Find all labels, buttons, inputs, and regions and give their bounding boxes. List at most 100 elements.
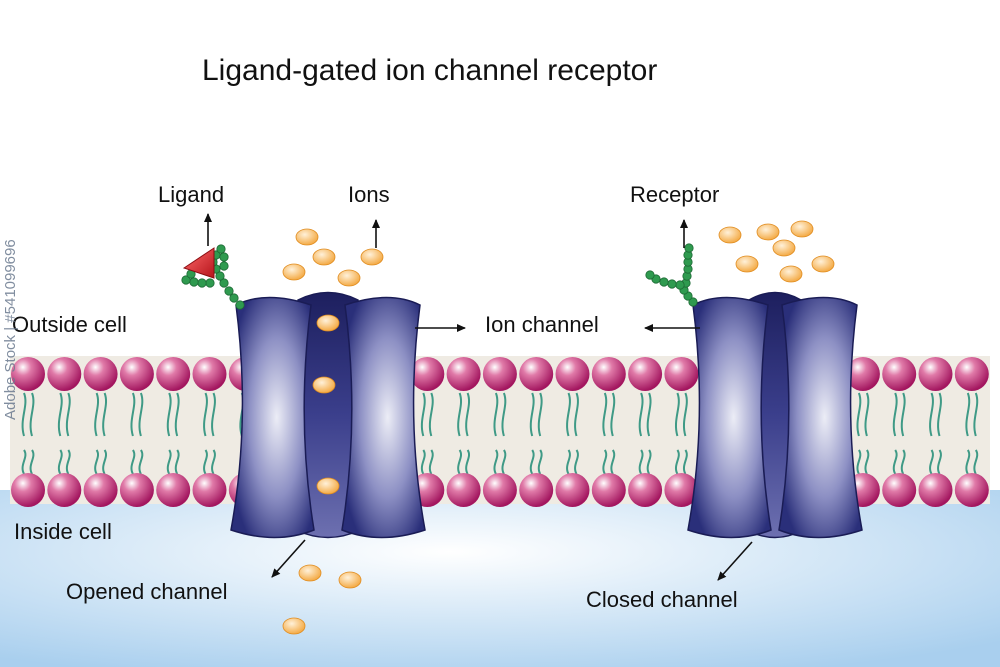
lipid-tail bbox=[130, 392, 136, 437]
lipid-tail bbox=[130, 449, 136, 475]
lipid-tail bbox=[937, 392, 942, 437]
phospholipid-head bbox=[482, 357, 517, 391]
ion bbox=[790, 220, 814, 238]
page-title: Ligand-gated ion channel receptor bbox=[202, 54, 658, 87]
phospholipid-head bbox=[918, 357, 953, 391]
lipid-tail bbox=[457, 449, 463, 475]
phospholipid-head bbox=[628, 473, 663, 507]
phospholipid-head bbox=[156, 473, 191, 507]
phospholipid-head bbox=[555, 473, 590, 507]
lipid-tail bbox=[856, 392, 862, 437]
phospholipid-head bbox=[83, 473, 118, 507]
channel-subunit bbox=[687, 296, 772, 539]
lipid-tail bbox=[965, 392, 971, 437]
lipid-tail bbox=[21, 449, 27, 475]
lipid-tail bbox=[610, 392, 616, 437]
label-ions: Ions bbox=[348, 182, 390, 207]
label-inside-cell: Inside cell bbox=[14, 519, 112, 544]
lipid-tail bbox=[937, 449, 942, 475]
ion bbox=[312, 376, 336, 394]
lipid-tail bbox=[864, 449, 870, 475]
receptor-bead bbox=[229, 293, 239, 303]
ion bbox=[360, 248, 384, 266]
lipid-tail bbox=[864, 392, 870, 437]
lipid-tail bbox=[602, 449, 608, 475]
receptor-bead bbox=[205, 278, 215, 288]
ion bbox=[337, 269, 361, 287]
phospholipid-head bbox=[192, 473, 227, 507]
phospholipid-head bbox=[11, 357, 45, 391]
phospholipid-head bbox=[519, 357, 554, 391]
lipid-tail bbox=[65, 449, 71, 475]
lipid-tail bbox=[965, 449, 971, 475]
label-opened-channel: Opened channel bbox=[66, 579, 228, 604]
lipid-tail bbox=[929, 392, 934, 437]
ion bbox=[282, 617, 306, 635]
lipid-tail bbox=[94, 449, 100, 475]
phospholipid-head bbox=[882, 473, 917, 507]
ion bbox=[298, 564, 322, 582]
lipid-tail bbox=[602, 392, 608, 437]
receptor-bead bbox=[224, 286, 234, 296]
lipid-tail bbox=[574, 392, 579, 437]
ion bbox=[756, 223, 780, 241]
ion bbox=[316, 477, 340, 495]
receptor-bead bbox=[645, 270, 655, 280]
phospholipid-head bbox=[664, 357, 699, 391]
lipid-tail bbox=[493, 449, 499, 475]
lipid-tail bbox=[900, 449, 906, 475]
lipid-tail bbox=[138, 449, 144, 475]
lipid-tail bbox=[102, 449, 108, 475]
receptor-bead bbox=[667, 279, 677, 289]
lipid-tail bbox=[465, 449, 471, 475]
phospholipid-head bbox=[83, 357, 118, 391]
lipid-tail bbox=[610, 449, 616, 475]
lipid-tail bbox=[102, 392, 108, 437]
lipid-tail bbox=[57, 392, 63, 437]
channel-subunit bbox=[778, 296, 863, 539]
phospholipid-head bbox=[192, 357, 227, 391]
lipid-tail bbox=[166, 449, 172, 475]
lipid-tail bbox=[29, 449, 35, 475]
receptor-bead bbox=[181, 275, 191, 285]
lipid-tail bbox=[638, 392, 644, 437]
lipid-tail bbox=[428, 449, 434, 475]
phospholipid-head bbox=[410, 357, 445, 391]
lipid-tail bbox=[420, 449, 426, 475]
ion bbox=[811, 255, 835, 273]
receptor-bead bbox=[216, 244, 226, 254]
lipid-tail bbox=[29, 392, 35, 437]
lipid-tail bbox=[856, 449, 862, 475]
lipid-tail bbox=[166, 392, 172, 437]
closed-channel bbox=[687, 291, 863, 539]
lipid-tail bbox=[457, 392, 463, 437]
lipid-tail bbox=[211, 449, 216, 475]
ion bbox=[312, 248, 336, 266]
receptor-bead bbox=[189, 277, 199, 287]
ion bbox=[718, 226, 742, 244]
opened-channel-arrow bbox=[271, 539, 306, 578]
label-outside-cell: Outside cell bbox=[12, 312, 127, 337]
lipid-tail bbox=[501, 392, 507, 437]
label-closed-channel: Closed channel bbox=[586, 587, 738, 612]
phospholipid-head bbox=[555, 357, 590, 391]
lipid-tail bbox=[682, 449, 688, 475]
ion bbox=[338, 571, 362, 589]
lipid-tail bbox=[493, 392, 499, 437]
phospholipid-head bbox=[591, 473, 626, 507]
phospholipid-head bbox=[446, 357, 481, 391]
phospholipid-head bbox=[845, 357, 880, 391]
phospholipid-head bbox=[628, 357, 663, 391]
lipid-tail bbox=[428, 392, 434, 437]
lipid-tail bbox=[211, 392, 216, 437]
ion bbox=[779, 265, 803, 283]
lipid-tail bbox=[566, 392, 571, 437]
lipid-tail bbox=[529, 449, 535, 475]
receptor-bead bbox=[235, 300, 245, 310]
phospholipid-head bbox=[47, 357, 82, 391]
phospholipid-head bbox=[119, 473, 154, 507]
ion bbox=[735, 255, 759, 273]
receptor-beads-right bbox=[645, 243, 698, 307]
lipid-tail bbox=[420, 392, 426, 437]
